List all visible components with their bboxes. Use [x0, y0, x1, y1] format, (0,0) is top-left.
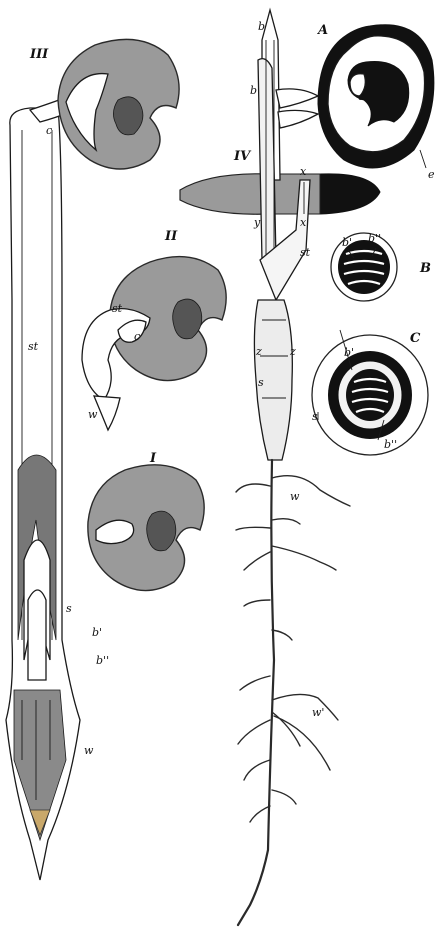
label-s-C: s: [312, 410, 318, 423]
label-w-II: w: [88, 408, 98, 421]
label-c-III: c: [46, 124, 52, 137]
seed-II: [82, 257, 226, 430]
label-z-left: z: [255, 345, 262, 358]
label-fig-III: III: [29, 47, 49, 62]
label-y: y: [253, 216, 261, 229]
label-e-A: e: [428, 168, 435, 181]
label-z-right: z: [289, 345, 296, 358]
label-b2-III: b'': [96, 654, 109, 667]
label-w-III: w: [84, 744, 94, 757]
label-fig-C: C: [410, 331, 421, 346]
seed-III: [58, 39, 179, 169]
label-w1-IV: w': [312, 706, 324, 719]
seed-cross-section-B: [331, 233, 397, 301]
label-fig-B: B: [419, 261, 431, 276]
label-c-II: c: [134, 330, 140, 343]
label-s-III: s: [66, 602, 72, 615]
label-fig-I: I: [149, 451, 157, 466]
label-x-bot: x: [300, 216, 307, 229]
label-st-III: st: [28, 340, 39, 353]
seed-cross-section-A: [318, 25, 434, 168]
label-x-top: x: [300, 165, 307, 178]
label-s-IV: s: [258, 376, 264, 389]
label-b-mid: b: [250, 84, 257, 97]
label-c-A: c: [358, 90, 364, 103]
label-fig-IV: IV: [233, 149, 252, 164]
label-st-II: st: [112, 302, 123, 315]
seed-I: [88, 465, 204, 591]
label-b2-B: b'': [368, 232, 381, 245]
label-b1-III: b': [92, 626, 102, 639]
label-fig-A: A: [316, 23, 328, 38]
label-b1-C: b': [344, 346, 354, 359]
seed-cross-section-C: [312, 335, 428, 455]
seedling-III-germinated: [6, 76, 106, 880]
label-fig-II: II: [164, 229, 178, 244]
label-st-IV: st: [300, 246, 311, 259]
label-w-IV: w: [290, 490, 300, 503]
label-b1-B: b': [342, 236, 352, 249]
label-b2-C: b'': [384, 438, 397, 451]
label-b-top: b: [258, 20, 265, 33]
